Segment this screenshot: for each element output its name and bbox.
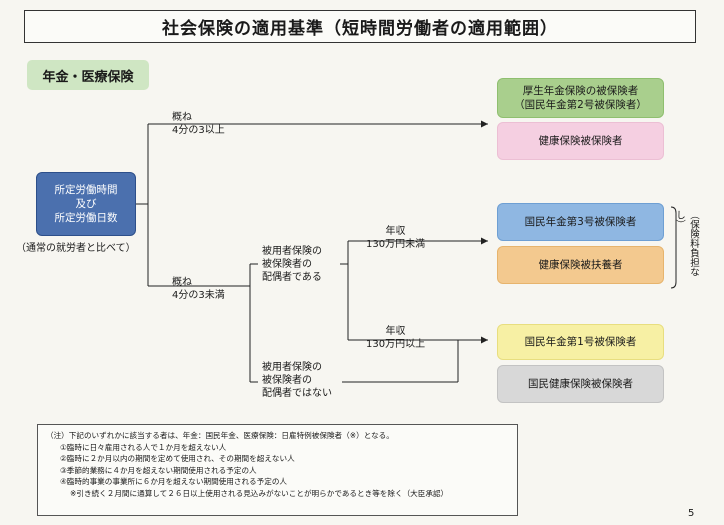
result-pension-no3: 国民年金第3号被保険者 [497, 203, 664, 241]
result-national-health: 国民健康保険被保険者 [497, 365, 664, 403]
notes-item: ③季節的業務に４か月を超えない期間使用される予定の人 [60, 465, 257, 475]
bracket-icon [670, 206, 677, 289]
result-pension-no1: 国民年金第1号被保険者 [497, 324, 664, 360]
notes-box: （注）下記のいずれかに該当する者は、年金：国民年金、医療保険：日雇特例被保険者（… [37, 424, 518, 516]
result-health-insured: 健康保険被保険者 [497, 122, 664, 160]
page-number: 5 [688, 508, 695, 519]
notes-item: ①臨時に日々雇用される人で１か月を超えない人 [60, 442, 227, 452]
condition-caption: （通常の就労者と比べて） [16, 243, 136, 254]
condition-line: 所定労働日数 [54, 212, 118, 224]
condition-line: 所定労働時間 [54, 184, 118, 196]
result-health-dependent: 健康保険被扶養者 [497, 246, 664, 284]
condition-box: 所定労働時間 及び 所定労働日数 [36, 172, 136, 236]
side-note: （保険料負担なし） [674, 210, 699, 277]
spouse-yes-label: 被用者保険の被保険者の配偶者である [262, 246, 322, 283]
condition-line: 及び [75, 198, 97, 210]
notes-item: ④臨時的事業の事業所に６か月を超えない期間使用される予定の人 [60, 477, 288, 487]
notes-intro: （注）下記のいずれかに該当する者は、年金：国民年金、医療保険：日雇特例被保険者（… [46, 431, 394, 440]
notes-item: ②臨時に２か月以内の期間を定めて使用され、その期間を超えない人 [60, 454, 295, 464]
page-title: 社会保険の適用基準（短時間労働者の適用範囲） [24, 10, 696, 43]
result-employees-pension: 厚生年金保険の被保険者（国民年金第2号被保険者） [497, 78, 664, 118]
category-tag: 年金・医療保険 [27, 60, 149, 90]
notes-footnote: ※引き続く２月間に通算して２６日以上使用される見込みがないことが明らかであるとき… [70, 488, 449, 498]
spouse-no-label: 被用者保険の被保険者の配偶者ではない [262, 362, 332, 399]
